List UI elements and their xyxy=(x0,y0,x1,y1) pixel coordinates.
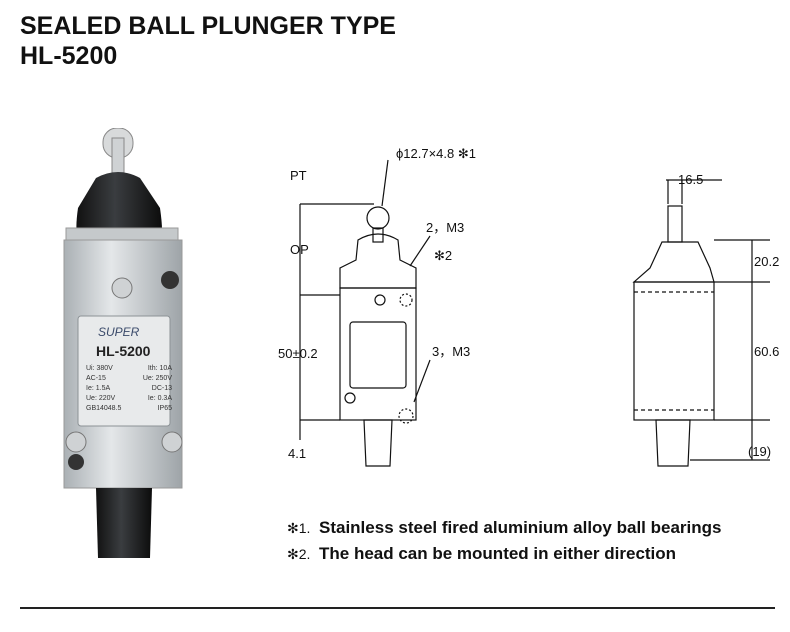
side-view xyxy=(632,205,715,467)
notes: ✻1. Stainless steel fired aluminium allo… xyxy=(287,518,721,570)
dimension-drawing: PT OP ϕ12.7×4.8 ✻1 2，M3 ✻2 50±0.2 3，M3 4… xyxy=(278,146,779,467)
screw-icon xyxy=(111,277,133,299)
spec-dc: DC-13 xyxy=(151,385,172,392)
screw-bottom-label: 3，M3 xyxy=(432,344,470,359)
body-label: 60.6 xyxy=(754,344,779,359)
divider xyxy=(20,607,775,609)
roller-label: ϕ12.7×4.8 ✻1 xyxy=(396,146,476,161)
note-1: ✻1. Stainless steel fired aluminium allo… xyxy=(287,518,721,544)
height-label: 50±0.2 xyxy=(278,346,318,361)
plunger-label: (19) xyxy=(748,444,771,459)
photo-model: HL-5200 xyxy=(96,343,151,359)
width-label: 16.5 xyxy=(678,172,703,187)
op-label: OP xyxy=(290,242,309,257)
note-2-mark: ✻2. xyxy=(287,546,311,562)
note-1-text: Stainless steel fired aluminium alloy ba… xyxy=(319,518,722,537)
head-label: 20.2 xyxy=(754,254,779,269)
spec-ith: Ith: 10A xyxy=(147,365,172,372)
page-title: SEALED BALL PLUNGER TYPE xyxy=(20,12,396,40)
spec-ie: Ie: 1.5A xyxy=(86,385,111,392)
spec-ue2: Ue: 220V xyxy=(86,395,116,402)
photo-brand: SUPER xyxy=(98,325,140,339)
spec-ie2: Ie: 0.3A xyxy=(147,395,172,402)
spec-ue: Ue: 250V xyxy=(142,375,172,382)
note-2-text: The head can be mounted in either direct… xyxy=(319,544,677,563)
note2-label: ✻2 xyxy=(434,248,452,263)
product-photo xyxy=(63,128,183,558)
spec-ac: AC-15 xyxy=(86,375,106,382)
note-2: ✻2. The head can be mounted in either di… xyxy=(287,544,721,570)
screw-top-label: 2，M3 xyxy=(426,220,464,235)
spec-ip: IP65 xyxy=(157,405,172,412)
note-1-mark: ✻1. xyxy=(287,520,311,536)
spec-ui: Ui: 380V xyxy=(86,365,113,372)
model-title: HL-5200 xyxy=(20,42,118,70)
front-view xyxy=(339,206,417,467)
pt-label: PT xyxy=(290,168,307,183)
spec-gb: GB14048.5 xyxy=(86,405,122,412)
photo-specs: Ui: 380V Ith: 10A AC-15 Ue: 250V Ie: 1.5A D… xyxy=(86,364,172,414)
bottom-label: 4.1 xyxy=(288,446,306,461)
